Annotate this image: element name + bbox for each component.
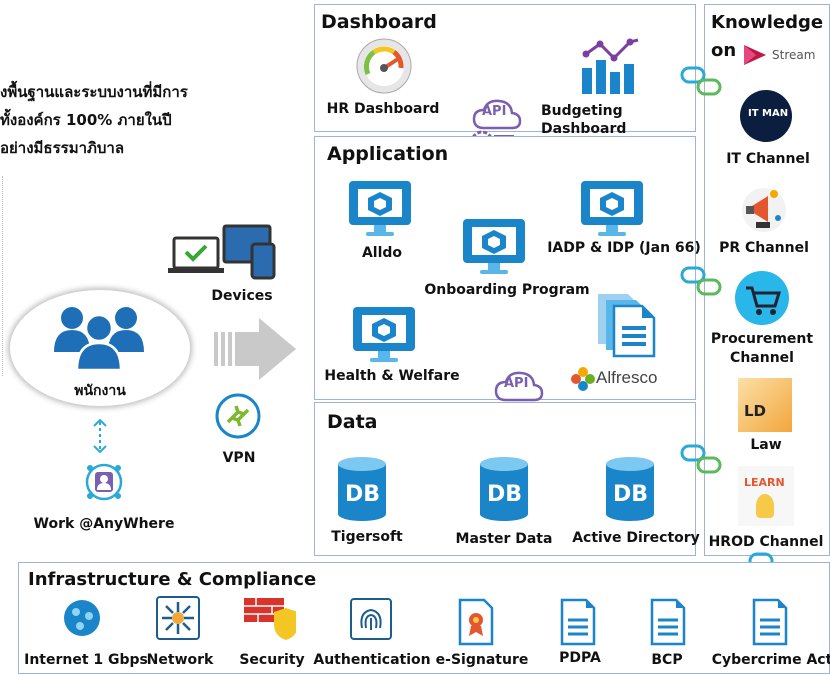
bar-line-chart-icon — [578, 38, 642, 96]
intro-line-2: ทั้งองค์กร 100% ภายในปี — [0, 111, 172, 129]
cybercrime-label: Cybercrime Act — [711, 652, 830, 668]
pdpa-label: PDPA — [559, 650, 601, 666]
procurement-channel-label: Procurement Channel — [710, 331, 814, 366]
devices-icon — [168, 222, 280, 282]
health-app-icon — [352, 306, 416, 364]
flow-arrow-icon — [212, 314, 298, 384]
left-divider — [2, 176, 3, 376]
cybercrime-document-icon — [752, 598, 788, 646]
link-icon-application — [680, 264, 724, 298]
users-icon — [44, 298, 154, 378]
active-directory-label: Active Directory — [572, 530, 700, 546]
pdpa-document-icon — [560, 598, 596, 646]
employee-label: พนักงาน — [74, 383, 126, 399]
law-icon — [738, 378, 792, 432]
law-label: Law — [750, 437, 782, 453]
master-data-db-icon — [478, 456, 530, 522]
link-icon-dashboard — [680, 64, 724, 98]
application-title: Application — [327, 143, 449, 165]
dashboard-title: Dashboard — [321, 11, 437, 33]
bcp-label: BCP — [651, 652, 683, 668]
shopping-cart-icon — [734, 270, 790, 326]
infrastructure-panel — [18, 562, 830, 674]
iadp-app-icon — [580, 180, 644, 238]
firewall-icon — [244, 596, 296, 642]
infrastructure-title: Infrastructure & Compliance — [28, 569, 317, 590]
bcp-document-icon — [650, 598, 686, 646]
onboarding-label: Onboarding Program — [424, 282, 590, 298]
alldo-app-icon — [348, 180, 412, 238]
hr-dashboard-label: HR Dashboard — [326, 101, 440, 117]
it-channel-label: IT Channel — [726, 151, 810, 167]
master-data-label: Master Data — [455, 531, 553, 547]
it-channel-icon — [740, 90, 792, 142]
e-signature-label: e-Signature — [435, 652, 529, 668]
hrod-logo-text: LEARN — [744, 476, 785, 489]
master-data-db-text: DB — [487, 482, 523, 507]
intro-line-1: งพื้นฐานและระบบงานที่มีการ — [0, 83, 188, 101]
tigersoft-db-text: DB — [345, 482, 381, 507]
it-logo-text: IT MAN — [748, 108, 789, 119]
lightbulb-icon — [756, 494, 774, 518]
iadp-label: IADP & IDP (Jan 66) — [547, 240, 701, 256]
stream-label: Stream — [772, 48, 816, 62]
link-icon-data — [680, 442, 724, 476]
active-directory-db-icon — [604, 456, 656, 522]
api-label-2: API — [504, 376, 529, 391]
knowledge-on: on — [711, 40, 737, 61]
authentication-label: Authentication — [313, 652, 431, 668]
network-label: Network — [146, 652, 214, 668]
remote-user-icon — [80, 458, 128, 506]
devices-label: Devices — [211, 288, 273, 304]
gauge-icon — [356, 38, 412, 94]
fingerprint-icon — [350, 598, 392, 640]
documents-icon — [596, 292, 656, 358]
alfresco-logo-icon — [570, 366, 596, 392]
internet-label: Internet 1 Gbps — [24, 652, 148, 668]
alfresco-label: Alfresco — [596, 368, 658, 387]
pr-channel-label: PR Channel — [719, 240, 809, 256]
pr-channel-icon — [738, 182, 790, 236]
budgeting-dashboard-label: Budgeting Dashboard — [541, 103, 627, 137]
data-title: Data — [327, 411, 378, 433]
e-signature-icon — [458, 598, 494, 646]
tigersoft-label: Tigersoft — [331, 529, 403, 545]
health-welfare-label: Health & Welfare — [324, 368, 460, 384]
vpn-label: VPN — [222, 450, 256, 466]
work-anywhere-label: Work @AnyWhere — [33, 516, 175, 532]
tigersoft-db-icon — [336, 456, 388, 522]
vpn-icon — [214, 392, 262, 440]
law-logo-text: LD — [744, 402, 767, 420]
onboarding-app-icon — [462, 218, 526, 276]
hrod-channel-label: HROD Channel — [708, 534, 824, 550]
stream-icon — [740, 42, 770, 68]
network-icon — [156, 596, 200, 640]
security-label: Security — [239, 652, 305, 668]
internet-icon — [62, 598, 102, 638]
knowledge-title: Knowledge — [711, 12, 824, 33]
double-arrow-icon — [90, 418, 110, 454]
intro-line-3: อย่างมีธรรมาภิบาล — [0, 139, 125, 157]
alldo-label: Alldo — [361, 245, 403, 261]
api-label: API — [482, 104, 507, 119]
active-directory-db-text: DB — [613, 482, 649, 507]
